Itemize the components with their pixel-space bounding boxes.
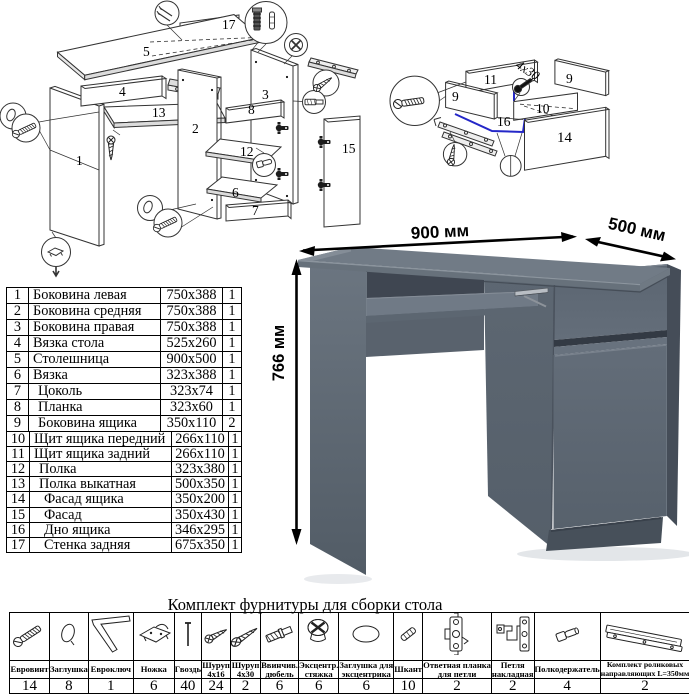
svg-text:10: 10 — [536, 101, 550, 116]
svg-text:3: 3 — [262, 87, 269, 102]
svg-text:15: 15 — [342, 141, 356, 156]
svg-text:4: 4 — [119, 84, 126, 99]
svg-text:1: 1 — [76, 153, 83, 168]
svg-text:5: 5 — [143, 44, 150, 59]
svg-text:6: 6 — [232, 185, 239, 200]
svg-text:11: 11 — [484, 72, 497, 87]
svg-text:8: 8 — [248, 102, 255, 117]
svg-text:13: 13 — [152, 105, 166, 120]
svg-text:12: 12 — [240, 144, 254, 159]
svg-text:9: 9 — [452, 89, 459, 104]
svg-text:17: 17 — [222, 17, 236, 32]
svg-text:14: 14 — [557, 130, 573, 146]
svg-text:766 мм: 766 мм — [270, 325, 288, 382]
svg-text:500 мм: 500 мм — [606, 214, 667, 245]
svg-text:900 мм: 900 мм — [410, 221, 469, 243]
svg-text:16: 16 — [497, 114, 511, 129]
svg-text:7: 7 — [252, 203, 259, 218]
svg-text:2: 2 — [192, 121, 199, 136]
svg-text:9: 9 — [566, 71, 573, 86]
